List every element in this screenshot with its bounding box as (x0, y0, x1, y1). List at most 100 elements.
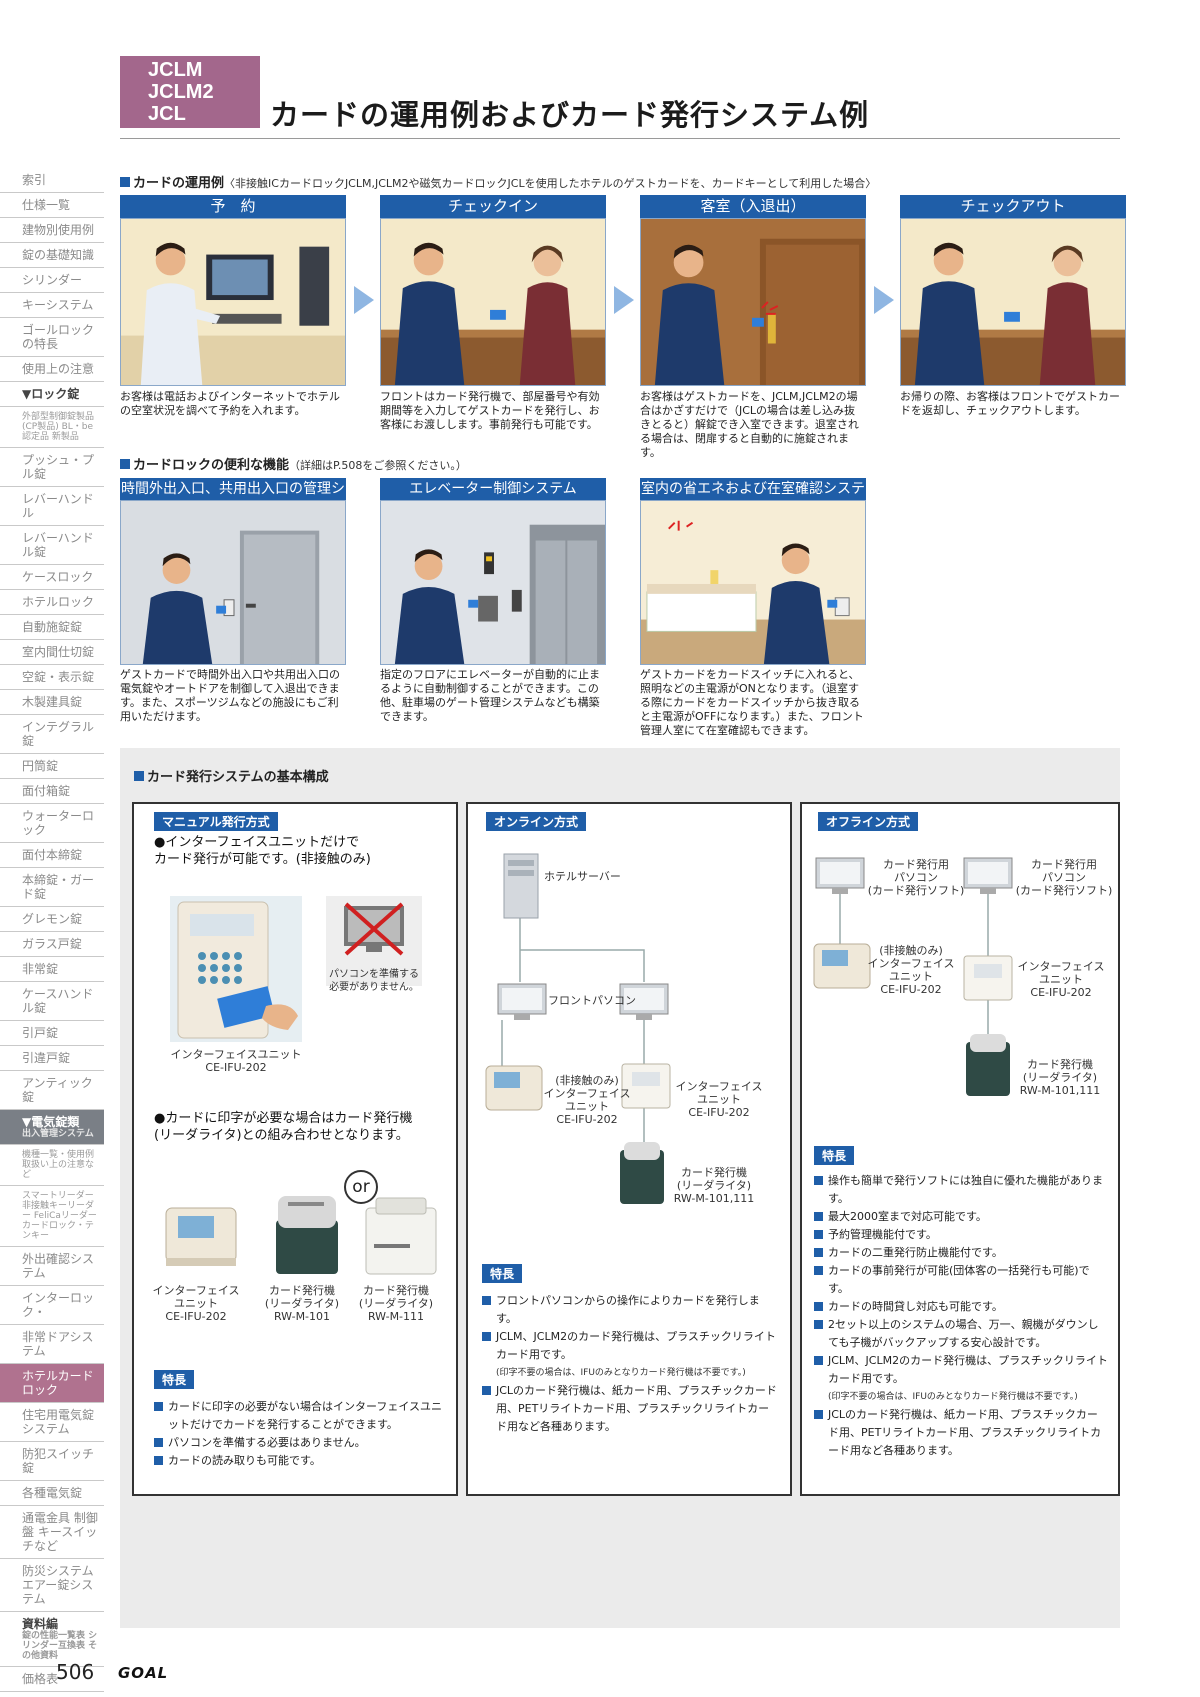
sidebar-item[interactable]: 仕様一覧 (0, 193, 104, 218)
sidebar-item[interactable]: 錠の基礎知識 (0, 243, 104, 268)
sidebar-item[interactable]: 防災システム エアー錠システム (0, 1559, 104, 1612)
badge-line: JCLM2 (148, 81, 214, 103)
function-description: 指定のフロアにエレベーターが自動的に止まるように自動制御することができます。この… (380, 668, 600, 723)
sidebar-item[interactable]: 室内間仕切錠 (0, 640, 104, 665)
sidebar-item-label: 防災システム エアー錠システム (22, 1564, 94, 1606)
sidebar-item-label: 防犯スイッチ錠 (22, 1447, 95, 1475)
offline-diagram (813, 857, 1013, 1096)
sidebar-item-label: ▼ロック錠 (22, 387, 80, 401)
sidebar-item[interactable]: 引戸錠 (0, 1021, 104, 1046)
sidebar-item[interactable]: 面付箱錠 (0, 779, 104, 804)
function-elevator: エレベーター制御システム 指定のフロアにエレベーターが自動的に止まるように自動制… (380, 478, 606, 724)
square-bullet-icon (120, 459, 130, 469)
sidebar-item-label: 面付本締錠 (22, 848, 83, 862)
sidebar-item[interactable]: ホテルカードロック (0, 1364, 104, 1403)
sidebar-item[interactable]: レバーハンドル (0, 487, 104, 526)
sidebar-item[interactable]: 外出確認システム (0, 1247, 104, 1286)
online-network-diagram (485, 853, 671, 1204)
sidebar-item[interactable]: ケースハンドル錠 (0, 982, 104, 1021)
title-divider (120, 138, 1120, 139)
section-heading-system: カード発行システムの基本構成 (134, 766, 329, 785)
ifu-label: インターフェイス ユニット CE-IFU-202 (675, 1080, 763, 1119)
sidebar-item[interactable]: ケースロック (0, 565, 104, 590)
sidebar-item[interactable]: ホテルロック (0, 590, 104, 615)
pc-left-label: カード発行用 パソコン (カード発行ソフト) (867, 858, 965, 897)
sidebar-item-label: 通電金具 制御盤 キースイッチなど (22, 1511, 98, 1553)
sidebar-item-label: ガラス戸錠 (22, 937, 82, 951)
panel-tag: オンライン方式 (486, 812, 587, 831)
page-number: 506 (56, 1660, 95, 1684)
step-description: フロントはカード発行機で、部屋番号や有効期間等を入力してゲストカードを発行し、お… (380, 390, 600, 431)
sidebar-item[interactable]: 外部型制御錠製品 (CP製品) BL・be認定品 新製品 (0, 407, 104, 448)
device-caption-rw-m-111: カード発行機 (リーダライタ) RW-M-111 (358, 1284, 434, 1323)
sidebar-item[interactable]: 建物別使用例 (0, 218, 104, 243)
sidebar-item-label: 資料編 (22, 1617, 59, 1631)
panel-tag: マニュアル発行方式 (154, 812, 278, 831)
sidebar-item[interactable]: 非常ドアシステム (0, 1325, 104, 1364)
feature-item: フロントパソコンからの操作によりカードを発行します。 (482, 1292, 778, 1328)
sidebar-item[interactable]: シリンダー (0, 268, 104, 293)
section-heading-usage: カードの運用例〈非接触ICカードロックJCLM,JCLM2や磁気カードロックJC… (120, 172, 876, 191)
sidebar-item[interactable]: 資料編錠の性能一覧表 シリンダー互換表 その他資料 (0, 1612, 104, 1667)
sidebar-item[interactable]: 機種一覧・使用例 取扱い上の注意など (0, 1145, 104, 1186)
sidebar-item-label: レバーハンドル (22, 492, 94, 520)
device-caption-ifu: インターフェイス ユニット CE-IFU-202 (152, 1284, 240, 1323)
sidebar-item[interactable]: インターロック・ (0, 1286, 104, 1325)
sidebar-item[interactable]: 空錠・表示錠 (0, 665, 104, 690)
sidebar-item-label: ゴールロックの特長 (22, 323, 95, 351)
sidebar-item[interactable]: 引違戸錠 (0, 1046, 104, 1071)
card-issuer-label: カード発行機 (リーダライタ) RW-M-101,111 (1019, 1058, 1101, 1097)
card-issuer-rw-m-111-icon (365, 1197, 437, 1275)
sidebar-item[interactable]: ▼電気錠類出入管理システム (0, 1110, 104, 1145)
sidebar-item[interactable]: 索引 (0, 168, 104, 193)
section-note: （詳細はP.508をご参照ください。） (289, 459, 467, 472)
sidebar-item-label: シリンダー (22, 273, 83, 287)
sidebar-item[interactable]: 防犯スイッチ錠 (0, 1442, 104, 1481)
sidebar-item[interactable]: 本締錠・ガード錠 (0, 868, 104, 907)
features-tag: 特長 (482, 1264, 523, 1283)
sidebar-item[interactable]: 自動施錠錠 (0, 615, 104, 640)
sidebar-item[interactable]: 通電金具 制御盤 キースイッチなど (0, 1506, 104, 1559)
sidebar-item[interactable]: 使用上の注意 (0, 357, 104, 382)
function-title: エレベーター制御システム (380, 478, 606, 500)
sidebar-item[interactable]: ▼ロック錠 (0, 382, 104, 407)
no-pc-caption: パソコンを準備する 必要がありません。 (329, 969, 419, 993)
sidebar-item[interactable]: 住宅用電気錠システム (0, 1403, 104, 1442)
sidebar-item[interactable]: 円筒錠 (0, 754, 104, 779)
sidebar-item-label: ホテルカードロック (22, 1369, 94, 1397)
step-checkin: チェックイン フロントはカード発行機で、部屋番号や有効期間等を入力してゲストカー… (380, 195, 606, 432)
sidebar-item[interactable]: グレモン錠 (0, 907, 104, 932)
sidebar-item-label: 各種電気錠 (22, 1486, 83, 1500)
sidebar-item[interactable]: ゴールロックの特長 (0, 318, 104, 357)
sidebar-item[interactable]: キーシステム (0, 293, 104, 318)
sidebar-item[interactable]: アンティック錠 (0, 1071, 104, 1110)
sidebar-item-label: ケースハンドル錠 (22, 987, 94, 1015)
sidebar-item[interactable]: インテグラル錠 (0, 715, 104, 754)
feature-item: 最大2000室まで対応可能です。 (814, 1208, 1108, 1226)
sidebar-item-label: ホテルロック (22, 595, 95, 609)
arrow-right-icon (874, 286, 894, 314)
sidebar-item-label: 価格表 (22, 1672, 59, 1686)
sidebar-item[interactable]: プッシュ・プル錠 (0, 448, 104, 487)
step-checkout: チェックアウト お帰りの際、お客様はフロントでゲストカードを返却し、チェックアウ… (900, 195, 1126, 418)
checkin-illustration (380, 218, 606, 386)
badge-line: JCL (148, 103, 186, 125)
sidebar-item[interactable]: 面付本締錠 (0, 843, 104, 868)
sidebar-item-label: ケースロック (22, 570, 94, 584)
sidebar-item[interactable]: ウォーターロック (0, 804, 104, 843)
sidebar-item[interactable]: 木製建具錠 (0, 690, 104, 715)
sidebar-item[interactable]: ガラス戸錠 (0, 932, 104, 957)
sidebar-item[interactable]: 非常錠 (0, 957, 104, 982)
sidebar-item[interactable]: 価格表 (0, 1667, 104, 1692)
function-description: ゲストカードで時間外出入口や共用出入口の電気錠やオートドアを制御して入退出できま… (120, 668, 340, 723)
sidebar-item[interactable]: スマートリーダー 非接触キーリーダー FeliCaリーダー カードロック・テンキ… (0, 1186, 104, 1247)
feature-item: 2セット以上のシステムの場合、万一、親機がダウンしても子機がバックアップする安心… (814, 1316, 1108, 1352)
pc-right-label: カード発行用 パソコン (カード発行ソフト) (1015, 858, 1113, 897)
sidebar-item-label: 空錠・表示錠 (22, 670, 95, 684)
ifu-label: インターフェイス ユニット CE-IFU-202 (1017, 960, 1105, 999)
sidebar-item[interactable]: レバーハンドル錠 (0, 526, 104, 565)
badge-line: JCLM (148, 59, 203, 81)
sidebar-item-sub: 機種一覧・使用例 取扱い上の注意など (22, 1150, 95, 1180)
sidebar-item[interactable]: 各種電気錠 (0, 1481, 104, 1506)
interface-unit-icon (165, 1207, 237, 1266)
